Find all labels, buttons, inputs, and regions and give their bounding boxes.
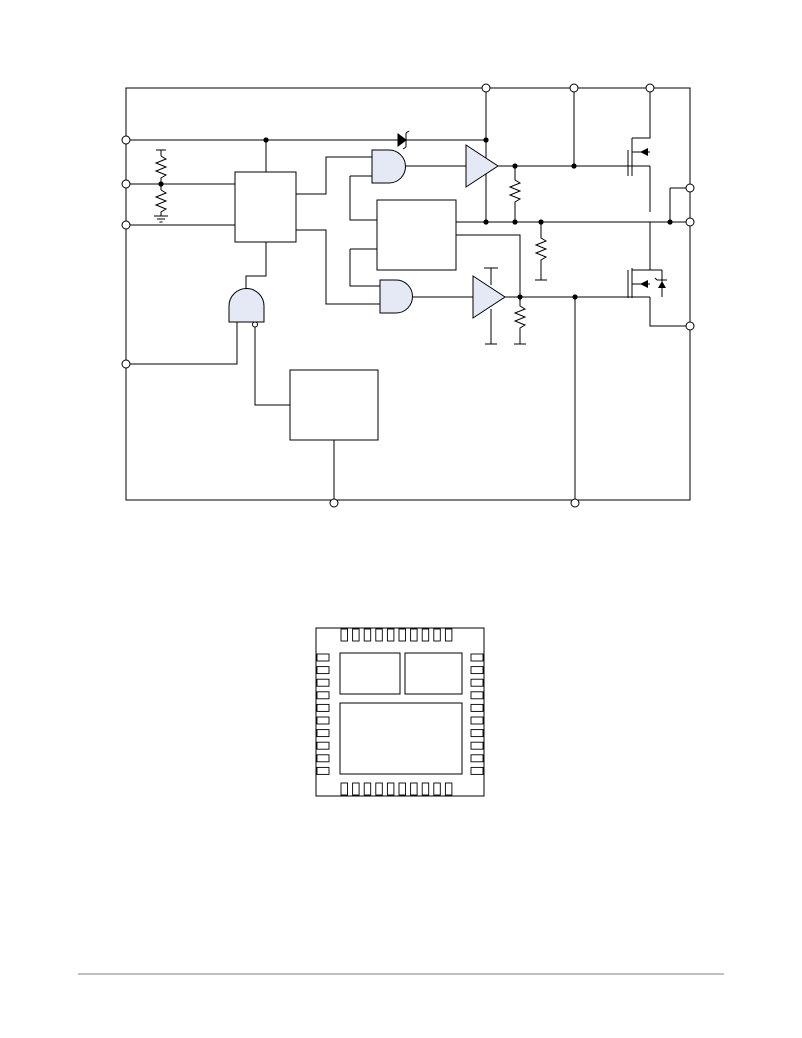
terminal [121, 359, 131, 369]
terminal [645, 83, 655, 93]
pads-right [470, 653, 484, 775]
nand-bubble [252, 321, 258, 328]
package-pad [433, 782, 441, 796]
package-pad [444, 628, 453, 642]
package-pad [421, 782, 430, 796]
package-pad [363, 628, 372, 642]
control-wires [456, 221, 690, 296]
terminal [481, 83, 491, 93]
package-pad [470, 766, 484, 775]
package-pad [470, 741, 484, 750]
pads-top [340, 628, 453, 642]
package-pad [444, 782, 453, 796]
terminal [329, 498, 339, 508]
terminal [685, 217, 695, 227]
package-pad [386, 628, 395, 642]
terminal [685, 321, 695, 331]
and-gate-lower [379, 279, 413, 314]
package-pad [340, 782, 348, 796]
footer-rule [78, 973, 724, 975]
junction-dots [158, 137, 673, 300]
package-pad [316, 678, 330, 687]
package-pad [316, 653, 330, 662]
driver-upper [465, 144, 499, 188]
upper-wires [126, 88, 651, 222]
package-pad [316, 691, 330, 700]
logic-block [234, 171, 297, 243]
package-pad [316, 666, 330, 675]
package-pad [470, 716, 484, 725]
diode-symbol [397, 130, 410, 150]
terminal [121, 135, 131, 145]
and-gate-upper [371, 149, 406, 184]
input-divider [126, 149, 235, 226]
driver-lower [472, 275, 506, 319]
package-pad [470, 678, 484, 687]
package-pad [470, 754, 484, 763]
package-pad [470, 691, 484, 700]
package-pad [470, 653, 484, 662]
terminal [685, 183, 695, 193]
package-pad [352, 782, 360, 796]
package-pad [316, 703, 330, 712]
nand-wires [126, 322, 290, 406]
resistor-lower [513, 296, 527, 345]
die-pad-main [339, 702, 463, 775]
die-pad-right [404, 652, 463, 695]
package-pad [421, 628, 430, 642]
terminal [121, 220, 131, 230]
package-pad [398, 782, 406, 796]
package-pad [410, 628, 418, 642]
package-pad [316, 766, 330, 775]
package-pad [316, 729, 330, 738]
pads-left [316, 653, 330, 775]
pads-bottom [340, 782, 453, 796]
timer-block [289, 369, 379, 441]
control-block [376, 199, 457, 271]
logic-wires [245, 156, 380, 305]
package-pad [316, 754, 330, 763]
package-pad [375, 628, 383, 642]
package-pad [386, 782, 395, 796]
mosfet-upper [627, 138, 651, 212]
mosfet-lower [627, 222, 690, 327]
package-pad [352, 628, 360, 642]
package-pad [470, 703, 484, 712]
package-pad [470, 666, 484, 675]
package-pad [470, 729, 484, 738]
resistor-upper [508, 166, 522, 222]
pin-terminals [121, 83, 695, 508]
terminal [569, 83, 579, 93]
package-pad [316, 741, 330, 750]
driver-lower-supply [484, 267, 498, 345]
terminal [121, 179, 131, 189]
resistor-middle [534, 222, 548, 281]
package-pad [340, 628, 348, 642]
die-pad-left [339, 652, 401, 695]
nand-gate [228, 288, 265, 323]
package-pad [375, 782, 383, 796]
package-outline [315, 627, 485, 797]
package-pad [316, 716, 330, 725]
package-pad [398, 628, 406, 642]
package-pad [410, 782, 418, 796]
terminal [570, 498, 580, 508]
package-pad [433, 628, 441, 642]
package-pad [363, 782, 372, 796]
